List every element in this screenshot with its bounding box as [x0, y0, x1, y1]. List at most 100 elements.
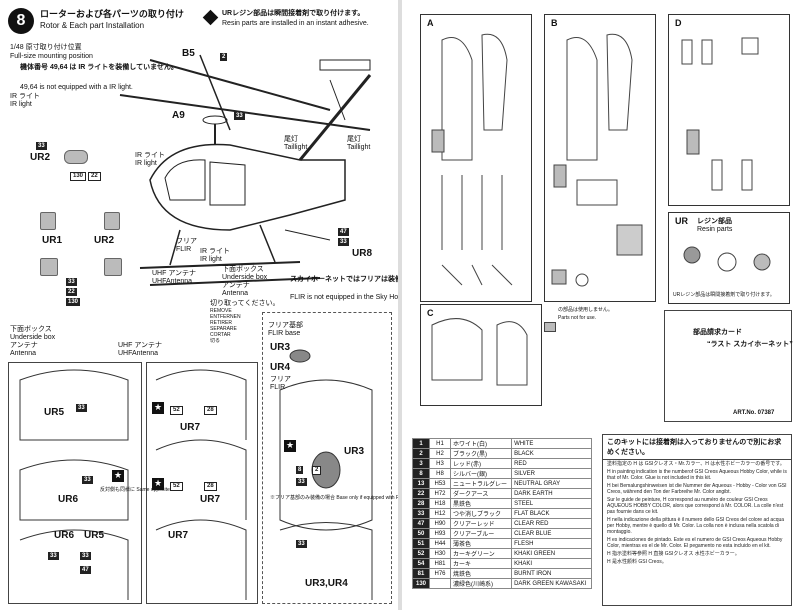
resin-ur-label: UR: [675, 216, 688, 226]
color-tag: 28: [204, 482, 217, 491]
color-tag: 33: [66, 278, 77, 286]
color-code: 8: [412, 468, 430, 479]
remove-lang-6: 切る: [210, 338, 221, 344]
color-tag: 33: [76, 404, 87, 412]
color-tag: 47: [80, 566, 91, 574]
scale-note-jp: 1/48 原寸取り付け位置: [10, 44, 82, 51]
star-icon: ★: [284, 440, 296, 452]
color-code: 47: [412, 518, 430, 529]
uhf-label-en: UHFAntenna: [118, 350, 159, 357]
color-jp: カーキ: [449, 558, 513, 569]
notice-line: H bei Bemalungshinweisen ist die Nummer …: [607, 483, 787, 495]
notice-line: H 是水性颜料 GSI Creos。: [607, 559, 667, 565]
ur1-part-shape: [40, 212, 56, 230]
color-tag: 47: [338, 228, 349, 236]
color-tag: 33: [234, 112, 245, 120]
color-en: WHITE: [511, 438, 592, 449]
underbox-inset: [8, 362, 142, 604]
part-b5: B5: [182, 48, 195, 59]
sprue-a-label: A: [427, 18, 434, 28]
color-h: H72: [429, 488, 451, 499]
taillight-en-2: Taillight: [347, 144, 371, 151]
resin-note-en: Resin parts are installed in an instant …: [222, 20, 369, 27]
taillight-jp-2: 尾灯: [347, 136, 361, 143]
parts-order-card: 部品請求カード “ラスト スカイホーネット” ART.No. 07387: [664, 310, 793, 422]
color-en: BURNT IRON: [511, 568, 592, 579]
ur2-part-shape-b: [104, 212, 120, 230]
color-jp: クリアーレッド: [449, 518, 513, 529]
color-h: H93: [429, 528, 451, 539]
same-opposite-note: 反対側も同様に Same opposite: [100, 487, 170, 493]
art-number: ART.No. 07387: [733, 410, 775, 416]
flir-jp: フリア: [176, 238, 197, 245]
color-tag: 33: [48, 552, 59, 560]
color-code: 3: [412, 458, 430, 469]
star-icon: ★: [112, 470, 124, 482]
underbox-label-en: Underside box: [10, 334, 56, 341]
part-ur3: UR3: [270, 342, 291, 353]
color-tag: 33: [36, 142, 47, 150]
color-jp: ホワイト(白): [449, 438, 513, 449]
part-ur7-c: UR7: [168, 530, 189, 541]
uhf-jp: UHF アンテナ: [152, 270, 197, 277]
skyhornet-en: FLIR is not equipped in the Sky Hornet.: [290, 294, 413, 301]
color-jp: 黒鉄色: [449, 498, 513, 509]
part-ur6-b: UR6: [54, 530, 75, 541]
helicopter-drawing: [119, 54, 372, 286]
color-tag: 52: [170, 482, 183, 491]
uhf-label-jp: UHF アンテナ: [118, 342, 163, 349]
ir-light-label-en: IR light: [135, 160, 157, 167]
remove-jp: 切り取ってください。: [210, 300, 280, 307]
color-code: 22: [412, 488, 430, 499]
sprue-c-label: C: [427, 308, 434, 318]
color-tag: 130: [70, 172, 87, 181]
part-ur7: UR7: [180, 422, 201, 433]
unused-parts-en: Parts not for use.: [558, 315, 597, 321]
color-h: H1: [429, 438, 451, 449]
color-h: [429, 578, 451, 589]
sprue-d-label: D: [675, 18, 682, 28]
notice-line: 塗料指定の H は GSIクレオス・Mr.カラー、H は水性ホビーカラーの番号で…: [607, 461, 785, 467]
glue-notice: このキットには接着剤は入っておりませんので別にお求めください。 塗料指定の H …: [602, 434, 792, 606]
color-jp: クリアーブルー: [449, 528, 513, 539]
step-title-jp: ローターおよび各パーツの取り付け: [40, 9, 184, 19]
color-en: RED: [511, 458, 592, 469]
color-en: STEEL: [511, 498, 592, 509]
color-tag: 33: [338, 238, 349, 246]
instruction-page-left: 8 ローターおよび各パーツの取り付け Rotor & Each part Ins…: [0, 0, 464, 610]
taillight-en: Taillight: [284, 144, 308, 151]
color-h: H30: [429, 548, 451, 559]
remove-lang-2: ENTFERNEN: [210, 314, 241, 320]
ur-part-shape: [40, 258, 58, 276]
color-code: 28: [412, 498, 430, 509]
ir-light-label-jp: IR ライト: [135, 152, 165, 159]
resin-title-jp: レジン部品: [697, 218, 732, 225]
underbox-label-jp: 下面ボックス: [10, 326, 52, 333]
color-code: 1: [412, 438, 430, 449]
color-code: 52: [412, 548, 430, 559]
step-title-en: Rotor & Each part Installation: [40, 21, 145, 30]
kit-name: “ラスト スカイホーネット”: [707, 341, 793, 348]
antenna-label-en: Antenna: [10, 350, 37, 357]
inset-drawings: [19, 349, 373, 600]
antenna-jp: アンテナ: [222, 282, 250, 289]
color-tag: 2: [220, 53, 228, 61]
ir-light-jp: IR ライト: [10, 93, 40, 100]
flir-inset: [262, 312, 392, 604]
color-code: 130: [412, 578, 430, 589]
color-jp: カーキグリーン: [449, 548, 513, 559]
star-icon: ★: [152, 402, 164, 414]
uhf-inset: [146, 362, 258, 604]
color-tag: 52: [170, 406, 183, 415]
resin-title-en: Resin parts: [697, 226, 733, 233]
taillight-jp: 尾灯: [284, 136, 298, 143]
color-h: H76: [429, 568, 451, 579]
